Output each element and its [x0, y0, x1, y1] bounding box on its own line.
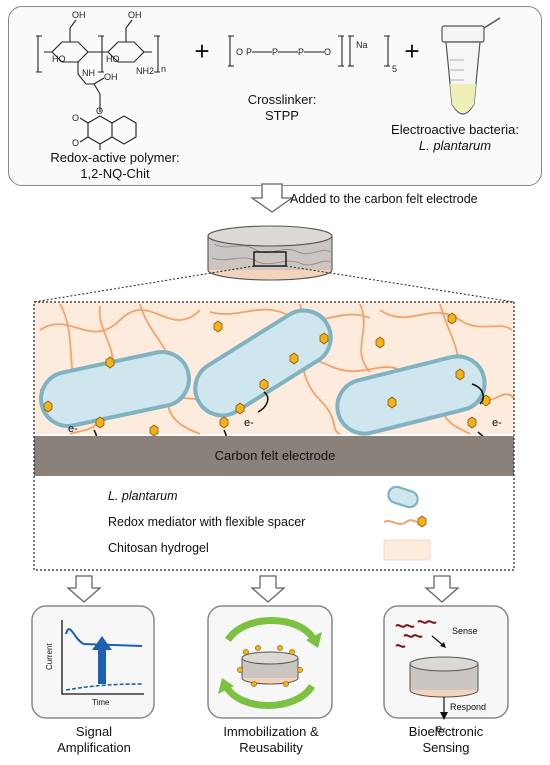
- hollow-arrow-down-sense: [426, 576, 458, 602]
- legend-label-bacteria: L. plantarum: [108, 489, 368, 504]
- atom-na: Na: [356, 40, 368, 50]
- polymer-atom-labels: OH OH HO HO NH NH2 OH n O O O: [52, 10, 166, 148]
- stpp-atom-labels: O P P P O Na 5: [236, 40, 397, 74]
- atom-n: n: [161, 64, 166, 74]
- outcome-caption-sense-line2: Sensing: [374, 740, 518, 756]
- polymer-structure: [36, 20, 160, 150]
- atom-p-1: P: [246, 47, 252, 57]
- bacteria-label: Electroactive bacteria: L. plantarum: [370, 122, 540, 153]
- plus-sign-1: +: [190, 36, 214, 67]
- atom-nh2: NH2: [136, 66, 154, 76]
- atom-o-stpp-2: O: [324, 47, 331, 57]
- hollow-arrow-down-reuse: [252, 576, 284, 602]
- polymer-label-line2: 1,2-NQ-Chit: [20, 166, 210, 182]
- atom-ho-1: HO: [52, 54, 66, 64]
- atom-oh-2: OH: [128, 10, 142, 20]
- atom-oh-3: OH: [104, 72, 118, 82]
- legend-label-mediator: Redox mediator with flexible spacer: [108, 515, 368, 530]
- atom-o-1: O: [96, 106, 103, 116]
- respond-label: Respond: [450, 702, 486, 712]
- electrode-label: Carbon felt electrode: [180, 448, 370, 464]
- atom-ho-2: HO: [106, 54, 120, 64]
- outcome-caption-reuse-line2: Reusability: [196, 740, 346, 756]
- outcome-caption-sense-line1: Bioelectronic: [374, 724, 518, 740]
- legend-swatches: [384, 485, 430, 560]
- outcome-caption-sense: Bioelectronic Sensing: [374, 724, 518, 755]
- stpp-count: 5: [392, 64, 397, 74]
- outcome-caption-reuse-line1: Immobilization &: [196, 724, 346, 740]
- atom-o-stpp-1: O: [236, 47, 243, 57]
- electron-label-2: e-: [244, 417, 254, 429]
- hollow-arrow-down-1: [252, 184, 292, 212]
- crosslinker-label-line1: Crosslinker:: [222, 92, 342, 108]
- legend-label-hydrogel: Chitosan hydrogel: [108, 541, 368, 556]
- hollow-arrow-down-signal: [68, 576, 100, 602]
- crosslinker-label: Crosslinker: STPP: [222, 92, 342, 123]
- atom-p-3: P: [298, 47, 304, 57]
- electron-label-1: e-: [68, 423, 78, 435]
- bacteria-label-line2: L. plantarum: [370, 138, 540, 154]
- electron-label-3: e-: [492, 417, 502, 429]
- polymer-label: Redox-active polymer: 1,2-NQ-Chit: [20, 150, 210, 181]
- atom-o-3: O: [72, 138, 79, 148]
- outcome-arrows: [68, 576, 458, 602]
- signal-xlabel: Time: [92, 698, 110, 707]
- polymer-label-line1: Redox-active polymer:: [20, 150, 210, 166]
- atom-nh: NH: [82, 68, 95, 78]
- bacteria-label-line1: Electroactive bacteria:: [370, 122, 540, 138]
- tube-icon: [442, 18, 500, 114]
- outcome-caption-signal: Signal Amplification: [24, 724, 164, 755]
- outcome-caption-signal-line2: Amplification: [24, 740, 164, 756]
- atom-p-2: P: [272, 47, 278, 57]
- plus-sign-2: +: [400, 36, 424, 67]
- atom-oh-1: OH: [72, 10, 86, 20]
- atom-o-2: O: [72, 113, 79, 123]
- step-label: Added to the carbon felt electrode: [290, 192, 530, 207]
- crosslinker-label-line2: STPP: [222, 108, 342, 124]
- sense-label: Sense: [452, 626, 478, 636]
- outcome-caption-reuse: Immobilization & Reusability: [196, 724, 346, 755]
- carbon-felt-disk: [208, 226, 332, 280]
- outcome-caption-signal-line1: Signal: [24, 724, 164, 740]
- signal-ylabel: Current: [45, 643, 54, 670]
